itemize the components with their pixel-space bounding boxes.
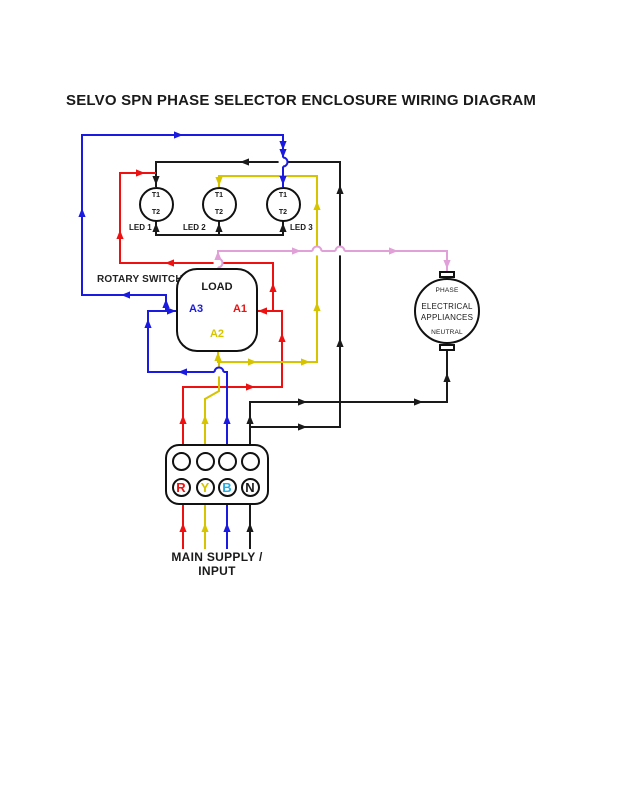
terminal-y: Y <box>195 477 215 497</box>
wire-arrow-pink <box>389 247 398 255</box>
wire-arrow-black <box>152 223 160 232</box>
wire-arrow-red <box>116 230 124 239</box>
led3-indicator: T1 T2 <box>265 186 301 222</box>
led3-terminal-t2: T2 <box>278 208 288 216</box>
rotary-switch-load-box: LOAD A3 A1 A2 <box>176 268 258 352</box>
wire-hop-mask <box>213 258 223 268</box>
electrical-appliances: PHASE ELECTRICAL APPLIANCES NEUTRAL <box>414 278 480 344</box>
wire-black <box>155 161 341 428</box>
main-supply-label: MAIN SUPPLY / INPUT <box>171 550 263 578</box>
wire-arrow-black <box>298 398 307 406</box>
appliance-neutral-terminal <box>439 344 455 351</box>
wire-arrow-red <box>179 415 187 424</box>
load-label: LOAD <box>201 281 233 293</box>
wire-arrow-pink <box>214 251 222 260</box>
wire-hop <box>311 245 323 252</box>
wire-hop-mask <box>312 246 322 256</box>
wire-arrow-blue <box>167 307 176 315</box>
page-title: SELVO SPN PHASE SELECTOR ENCLOSURE WIRIN… <box>66 92 537 109</box>
wire-arrow-blue <box>121 291 130 299</box>
wire-arrow-yellow <box>313 201 321 210</box>
wire-arrow-red <box>258 307 267 315</box>
wire-arrow-blue <box>279 176 287 185</box>
wire-arrow-black <box>443 373 451 382</box>
wire-arrow-blue <box>279 141 287 150</box>
wire-arrow-red <box>246 383 255 391</box>
wire-red <box>119 172 274 311</box>
wire-arrow-black <box>336 338 344 347</box>
led2-label: LED 2 <box>183 223 206 232</box>
appliance-neutral-label: NEUTRAL <box>431 329 463 336</box>
wire-arrow-black <box>215 223 223 232</box>
appliance-phase-terminal <box>439 271 455 278</box>
wire-hop-mask <box>335 246 345 256</box>
wire-arrow-yellow <box>214 352 222 361</box>
wire-arrow-red <box>136 169 145 177</box>
wire-hop <box>334 245 346 252</box>
wire-hop <box>282 156 289 168</box>
wire-arrow-blue <box>279 149 287 158</box>
terminal-b: B <box>217 477 237 497</box>
led3-terminal-t1: T1 <box>278 191 288 199</box>
wire-arrow-yellow <box>313 302 321 311</box>
led1-label: LED 1 <box>129 223 152 232</box>
led2-terminal-t1: T1 <box>214 191 224 199</box>
wire-arrow-blue <box>78 208 86 217</box>
wire-arrow-black <box>414 398 423 406</box>
wire-arrow-black <box>279 223 287 232</box>
wire-arrow-pink <box>443 260 451 269</box>
wire-red <box>182 310 283 452</box>
wire-arrow-yellow <box>248 358 257 366</box>
wire-arrow-blue <box>223 415 231 424</box>
appliance-phase-label: PHASE <box>435 287 459 294</box>
wire-arrow-black <box>336 185 344 194</box>
terminal-hole-y <box>195 451 215 471</box>
appliance-name-line2: APPLIANCES <box>420 313 474 322</box>
terminal-r: R <box>171 477 191 497</box>
wire-hop-mask <box>278 157 288 167</box>
terminal-a1-label: A1 <box>232 303 247 315</box>
wire-arrow-red <box>269 283 277 292</box>
wire-hop-mask <box>214 367 224 377</box>
wire-arrow-yellow <box>301 358 310 366</box>
led2-terminal-t2: T2 <box>214 208 224 216</box>
wire-arrow-blue <box>144 319 152 328</box>
led1-terminal-t2: T2 <box>151 208 161 216</box>
wire-arrow-black <box>240 158 249 166</box>
wire-arrow-red <box>278 333 286 342</box>
wire-arrow-yellow <box>215 177 223 186</box>
wire-arrow-blue <box>162 299 170 308</box>
wire-arrow-red <box>165 259 174 267</box>
terminal-hole-r <box>171 451 191 471</box>
wire-arrow-blue <box>174 131 183 139</box>
appliance-name-line1: ELECTRICAL <box>421 302 473 311</box>
wire-arrow-yellow <box>201 523 209 532</box>
wire-arrow-black <box>246 523 254 532</box>
wire-arrow-black <box>152 176 160 185</box>
wire-hop <box>213 366 225 373</box>
wire-blue <box>147 310 228 452</box>
led2-indicator: T1 T2 <box>201 186 237 222</box>
wire-arrow-black <box>246 415 254 424</box>
wire-arrow-red <box>179 523 187 532</box>
rotary-switch-label: ROTARY SWITCH <box>97 274 183 285</box>
wire-arrow-pink <box>292 247 301 255</box>
wire-arrow-blue <box>178 368 187 376</box>
led3-label: LED 3 <box>290 223 313 232</box>
terminal-hole-n <box>240 451 260 471</box>
terminal-a2-label: A2 <box>209 328 225 340</box>
wire-arrow-yellow <box>201 415 209 424</box>
terminal-n: N <box>240 477 260 497</box>
wire-arrow-blue <box>223 523 231 532</box>
led1-indicator: T1 T2 <box>138 186 174 222</box>
wire-arrow-black <box>298 423 307 431</box>
terminal-a3-label: A3 <box>189 303 204 315</box>
terminal-hole-b <box>217 451 237 471</box>
led1-terminal-t1: T1 <box>151 191 161 199</box>
wire-pink <box>217 250 448 272</box>
